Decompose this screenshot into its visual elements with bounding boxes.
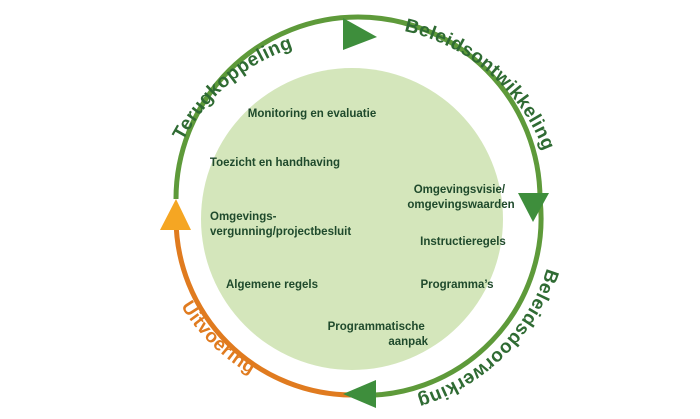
instrument-omgevingsvisie: Omgevingsvisie/ omgevingswaarden [407,184,514,211]
ring-lower-left-arc [173,218,353,398]
ring-lower-right-arc [351,198,544,398]
instrument-algemene-regels: Algemene regels [226,279,318,291]
inner-disc [201,68,503,370]
arrow-left-icon [160,199,191,230]
instrument-instructieregels: Instructieregels [420,236,506,248]
instrument-programmatische-aanpak: Programmatische aanpak [328,321,429,348]
instrument-toezicht: Toezicht en handhaving [210,157,340,169]
instrument-programmas: Programma’s [420,279,493,291]
instrument-monitoring: Monitoring en evaluatie [248,108,376,120]
arrow-bottom-icon [343,380,376,408]
instrument-omgevingsvergunning: Omgevings- vergunning/projectbesluit [210,211,351,238]
arrow-right-icon [518,193,549,222]
arrow-top-icon [343,18,377,50]
ring-upper-arc [173,14,543,200]
